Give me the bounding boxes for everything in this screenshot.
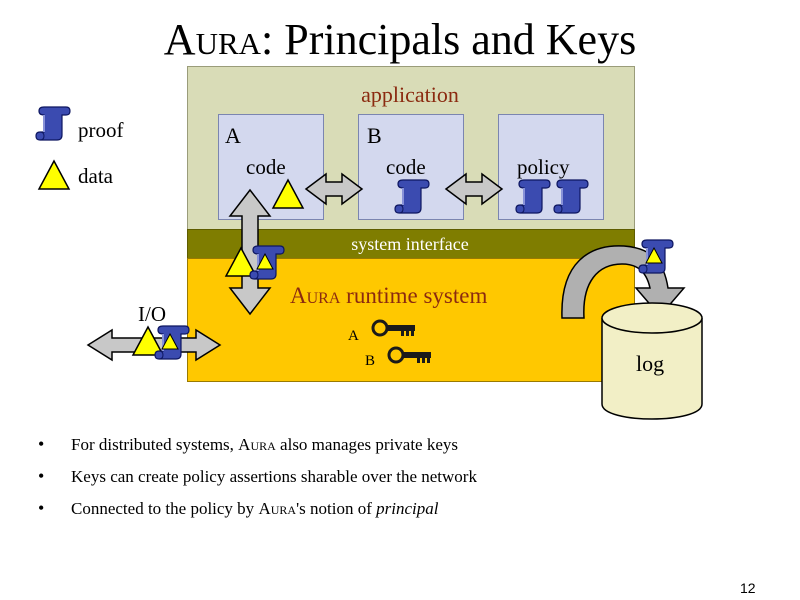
- policy-module-label: policy: [517, 155, 570, 179]
- bullet-dot-icon: •: [38, 498, 45, 518]
- module-a-data-triangle-icon: [272, 179, 304, 209]
- bullet-emphasis: principal: [376, 499, 439, 518]
- module-b-policy-double-arrow: [444, 172, 504, 206]
- log-label: log: [636, 351, 665, 376]
- legend-data-label: data: [78, 164, 113, 188]
- policy-module: policy: [498, 114, 604, 220]
- runtime-mini-triangle-icon: [256, 252, 274, 270]
- module-b-code-label: code: [386, 155, 426, 179]
- module-b-letter: B: [367, 123, 382, 148]
- module-b-proof-scroll-icon: [394, 179, 430, 214]
- io-mini-triangle-icon: [161, 332, 179, 350]
- policy-proof-scroll-icon-2: [553, 179, 589, 214]
- bullet-dot-icon: •: [38, 434, 45, 454]
- bullet-text: Keys can create policy assertions sharab…: [71, 467, 477, 486]
- bullet-brand: Aura: [238, 435, 276, 454]
- key-b-icon: [387, 346, 433, 365]
- legend-proof-scroll-icon: [35, 106, 71, 141]
- bullet-text: Connected to the policy by: [71, 499, 259, 518]
- legend-proof-label: proof: [78, 118, 124, 142]
- module-a: A code: [218, 114, 324, 220]
- legend-data-triangle-icon: [38, 160, 70, 190]
- key-a-icon: [371, 319, 417, 338]
- bullet-text: For distributed systems,: [71, 435, 239, 454]
- log-mini-triangle-icon: [645, 246, 663, 264]
- application-label: application: [361, 82, 459, 107]
- slide-title: Aura: Principals and Keys: [0, 14, 800, 66]
- module-a-runtime-double-arrow: [228, 188, 272, 316]
- module-a-code-label: code: [246, 155, 286, 179]
- bullet-text-tail: also manages private keys: [275, 435, 459, 454]
- title-brand: Aura: [163, 15, 262, 64]
- io-label: I/O: [138, 302, 166, 326]
- module-a-b-double-arrow: [304, 172, 364, 206]
- bullet-text-tail: 's notion of: [296, 499, 377, 518]
- policy-proof-scroll-icon-1: [515, 179, 551, 214]
- bullet-list: • For distributed systems, Aura also man…: [38, 434, 738, 530]
- system-interface-label: system interface: [351, 234, 469, 254]
- module-a-letter: A: [225, 123, 241, 148]
- bullet-item: • Keys can create policy assertions shar…: [38, 466, 738, 498]
- runtime-brand: Aura: [290, 283, 341, 308]
- key-a-label: A: [348, 328, 359, 344]
- runtime-text: runtime system: [340, 283, 488, 308]
- bullet-dot-icon: •: [38, 466, 45, 486]
- bullet-item: • Connected to the policy by Aura's noti…: [38, 498, 738, 530]
- title-text: : Principals and Keys: [261, 15, 637, 64]
- bullet-brand: Aura: [258, 499, 297, 518]
- key-b-label: B: [365, 353, 376, 369]
- log-cylinder: [601, 302, 703, 420]
- bullet-item: • For distributed systems, Aura also man…: [38, 434, 738, 466]
- page-number: 12: [740, 580, 756, 596]
- runtime-system-label: Aura runtime system: [290, 283, 487, 309]
